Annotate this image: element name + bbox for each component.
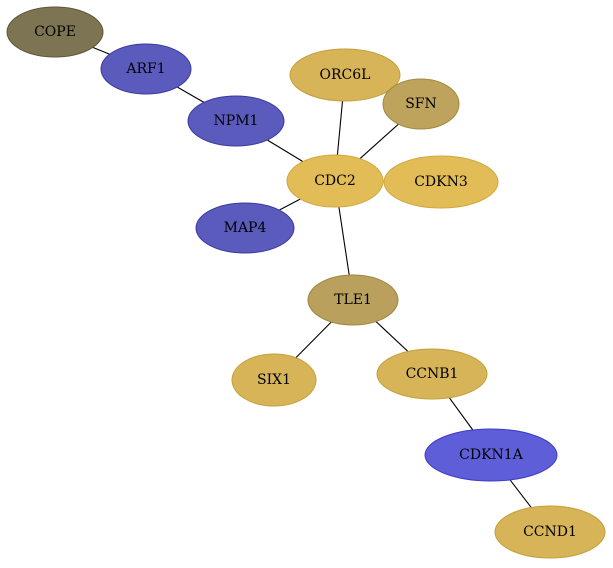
node-shape (231, 353, 317, 407)
edge-arf1-npm1 (176, 86, 205, 103)
node-shape (286, 154, 384, 208)
node-shape (383, 155, 499, 209)
node-label: TLE1 (334, 292, 372, 308)
edge-cdc2-tle1 (338, 206, 350, 276)
node-shape (187, 95, 285, 147)
node-shape (494, 505, 606, 559)
edge-cdkn1a-ccnd1 (509, 479, 532, 508)
node-label: SFN (405, 96, 437, 112)
node-npm1[interactable]: NPM1 (187, 95, 285, 147)
edge-npm1-cdc2 (267, 139, 304, 163)
node-six1[interactable]: SIX1 (231, 353, 317, 407)
node-ccnd1[interactable]: CCND1 (494, 505, 606, 559)
edge-map4-cdc2 (278, 198, 301, 211)
edge-tle1-six1 (295, 321, 332, 359)
node-shape (195, 202, 295, 254)
node-shape (307, 274, 399, 326)
node-label: CCND1 (523, 524, 577, 540)
node-sfn[interactable]: SFN (382, 78, 460, 130)
edge-tle1-ccnb1 (375, 321, 409, 352)
node-tle1[interactable]: TLE1 (307, 274, 399, 326)
edge-ccnb1-cdkn1a (448, 397, 474, 431)
node-shape (289, 48, 401, 102)
node-shape (424, 428, 558, 482)
node-shape (376, 348, 488, 400)
node-label: CDKN3 (414, 174, 468, 190)
node-orc6l[interactable]: ORC6L (289, 48, 401, 102)
node-label: NPM1 (214, 113, 259, 129)
node-map4[interactable]: MAP4 (195, 202, 295, 254)
node-shape (100, 43, 192, 95)
node-label: COPE (34, 24, 76, 40)
node-label: ARF1 (125, 61, 165, 77)
node-shape (6, 6, 104, 58)
edge-layer (92, 46, 532, 508)
edge-cope-arf1 (92, 46, 110, 55)
node-shape (382, 78, 460, 130)
edge-orc6l-cdc2 (336, 100, 344, 156)
node-ccnb1[interactable]: CCNB1 (376, 348, 488, 400)
edge-sfn-cdc2 (359, 123, 399, 160)
node-arf1[interactable]: ARF1 (100, 43, 192, 95)
node-label: MAP4 (224, 220, 267, 236)
node-label: ORC6L (320, 67, 371, 83)
node-cope[interactable]: COPE (6, 6, 104, 58)
node-label: CDC2 (314, 173, 356, 189)
node-label: CCNB1 (406, 366, 459, 382)
node-cdc2[interactable]: CDC2 (286, 154, 384, 208)
node-cdkn1a[interactable]: CDKN1A (424, 428, 558, 482)
node-label: CDKN1A (459, 447, 524, 463)
node-label: SIX1 (257, 372, 291, 388)
node-cdkn3[interactable]: CDKN3 (383, 155, 499, 209)
